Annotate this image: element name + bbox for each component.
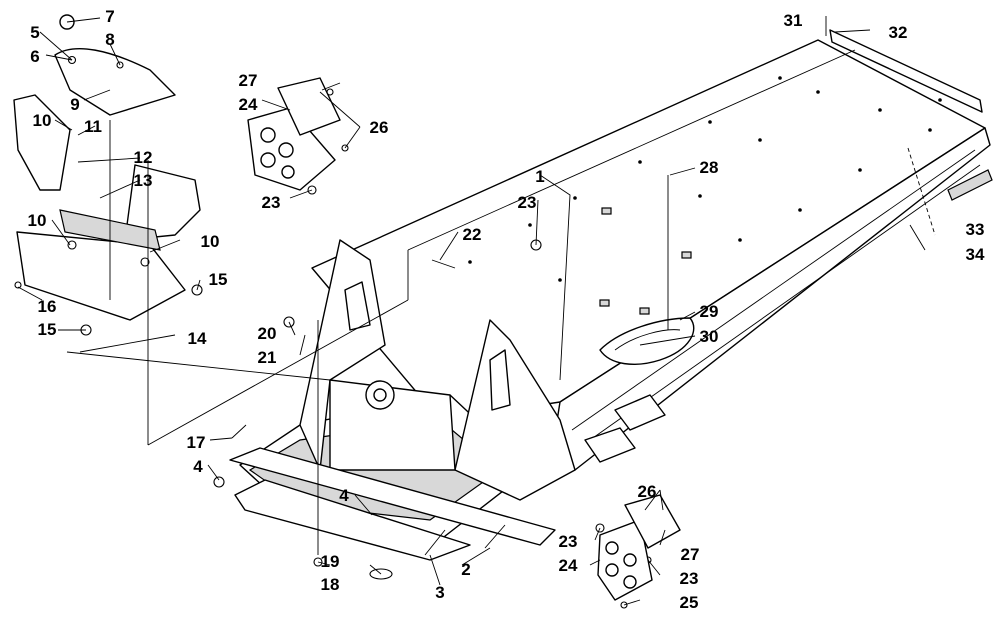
callout-31: 31 <box>784 11 803 30</box>
rail-edge-line <box>571 149 976 431</box>
bolt-17 <box>231 424 247 439</box>
rail-edge-line-2 <box>589 164 981 441</box>
callout-29: 29 <box>700 302 719 321</box>
callout-21: 21 <box>258 348 277 367</box>
rear-upright-window <box>489 349 511 411</box>
callout-27a: 27 <box>239 71 258 90</box>
callout-15b: 15 <box>38 320 57 339</box>
bulkhead-boss-inner <box>373 388 387 402</box>
leader-lines <box>17 17 936 606</box>
tunnel-assembly <box>229 39 991 561</box>
callout-10c: 10 <box>201 232 220 251</box>
callout-10a: 10 <box>33 111 52 130</box>
callout-20: 20 <box>258 324 277 343</box>
callout-32: 32 <box>889 23 908 42</box>
skid-plate <box>234 479 471 561</box>
callout-8: 8 <box>105 30 114 49</box>
brace-1 <box>614 394 666 431</box>
callout-11: 11 <box>84 117 102 136</box>
bulkhead-plate <box>329 379 456 471</box>
callout-25: 25 <box>680 593 699 612</box>
callout-15a: 15 <box>209 270 228 289</box>
callout-27b: 27 <box>681 545 700 564</box>
callout-19: 19 <box>321 552 340 571</box>
pad-line <box>614 329 681 351</box>
bolt-2 <box>484 524 506 549</box>
callout-12: 12 <box>134 148 153 167</box>
callout-16: 16 <box>38 297 57 316</box>
callout-labels: 1 2 3 4 4 5 6 7 8 9 10 10 10 11 12 13 14… <box>28 7 985 612</box>
callout-7: 7 <box>105 7 114 26</box>
upper-footrest-assembly <box>247 77 341 191</box>
left-side-bracket <box>13 94 71 191</box>
callout-14: 14 <box>188 329 207 348</box>
upper-footrest-strap <box>277 77 341 136</box>
callout-23a: 23 <box>518 193 537 212</box>
rear-upright <box>454 319 576 501</box>
deck-rivets <box>468 76 942 282</box>
callout-1: 1 <box>535 167 544 186</box>
callout-24a: 24 <box>239 95 258 114</box>
callout-17: 17 <box>187 433 206 452</box>
reflector <box>947 169 993 201</box>
top-cover <box>54 48 176 116</box>
front-crossmember <box>229 447 556 546</box>
callout-26b: 26 <box>638 482 657 501</box>
callout-13: 13 <box>134 171 153 190</box>
callout-3: 3 <box>435 583 444 602</box>
upright-window <box>344 281 371 331</box>
callout-4b: 4 <box>339 486 349 505</box>
callout-30: 30 <box>700 327 719 346</box>
callout-26a: 26 <box>370 118 389 137</box>
callout-18: 18 <box>321 575 340 594</box>
upper-left-cover <box>13 14 201 321</box>
lower-footrest-strap <box>624 494 681 549</box>
deck-slots <box>599 207 692 315</box>
callout-24b: 24 <box>559 556 578 575</box>
callout-4a: 4 <box>193 457 203 476</box>
bolt-22 <box>431 259 456 269</box>
bolt-3 <box>424 529 446 556</box>
callout-23b: 23 <box>262 193 281 212</box>
callout-23c: 23 <box>559 532 578 551</box>
callout-10b: 10 <box>28 211 47 230</box>
rear-bumper-strip <box>829 29 983 113</box>
callout-6: 6 <box>30 47 39 66</box>
callout-22: 22 <box>463 225 482 244</box>
callout-2: 2 <box>461 560 470 579</box>
callout-34: 34 <box>966 245 985 264</box>
callout-9: 9 <box>70 95 79 114</box>
callout-5: 5 <box>30 23 39 42</box>
callout-33: 33 <box>966 220 985 239</box>
lower-footrest-assembly <box>597 494 681 601</box>
brace-2 <box>584 427 636 463</box>
callout-23d: 23 <box>680 569 699 588</box>
callout-28: 28 <box>700 158 719 177</box>
